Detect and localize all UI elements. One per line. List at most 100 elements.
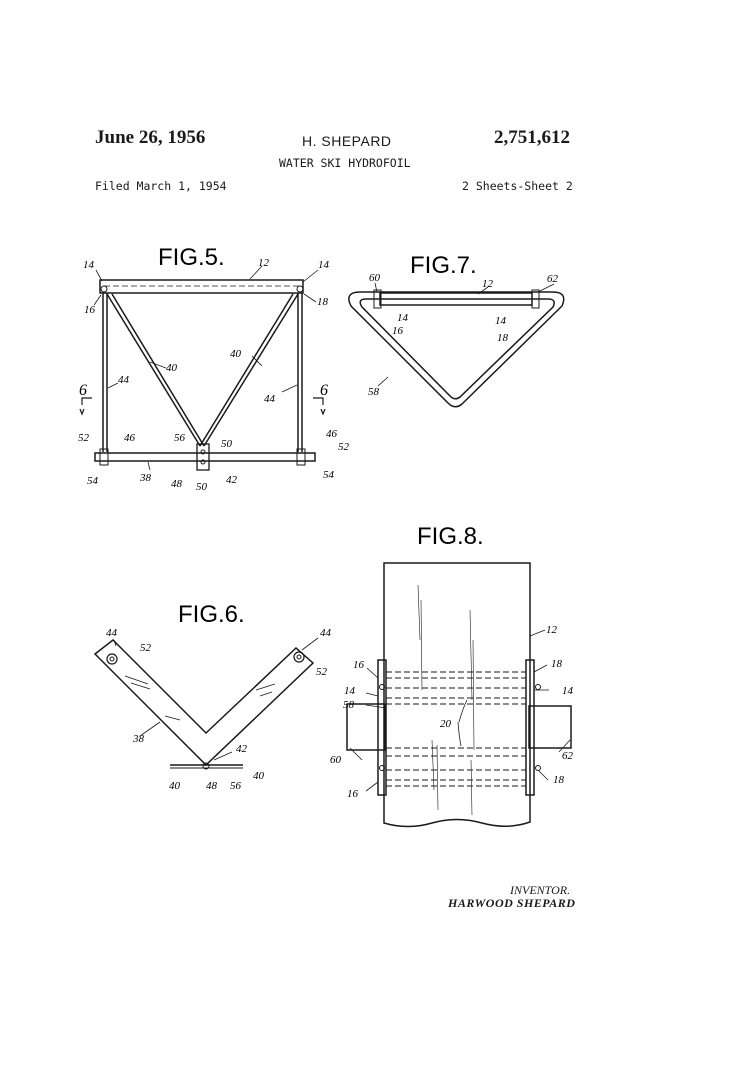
fig5-ref-16: 16	[84, 304, 96, 316]
fig5-ref-52: 52	[338, 441, 350, 453]
fig8-clamp-plate-left	[377, 659, 387, 796]
patent-number: 2,751,612	[494, 127, 570, 148]
fig6-ref-52: 52	[316, 666, 328, 678]
leader	[477, 286, 489, 295]
fig6-pivot	[202, 762, 210, 770]
fig5-section-arrow	[79, 408, 85, 416]
fig5-ref-44: 44	[264, 393, 276, 405]
fig5-ref-46: 46	[124, 432, 136, 444]
fig5-pivot	[200, 459, 206, 465]
fig7-ref-58: 58	[368, 386, 380, 398]
fig7-ref-16: 16	[392, 325, 404, 337]
fig7-ref-18: 18	[497, 332, 509, 344]
fig5-brace	[106, 293, 201, 447]
leader	[93, 294, 102, 306]
fig6-bolt	[109, 656, 115, 662]
leader	[303, 293, 317, 303]
fig8-ref-14: 14	[562, 685, 574, 697]
fig5-top-bar	[99, 279, 304, 294]
fig7-ref-14: 14	[495, 315, 507, 327]
patent-title: WATER SKI HYDROFOIL	[279, 156, 411, 170]
fig5-section-marker	[313, 397, 324, 405]
fig6-ref-48: 48	[206, 780, 218, 792]
fig5-section-marker	[81, 397, 92, 405]
leader	[281, 384, 298, 393]
leader	[149, 361, 167, 369]
fig6-ref-42: 42	[236, 743, 248, 755]
inventor-label: INVENTOR.	[510, 883, 571, 897]
fig8-block-right	[528, 705, 572, 749]
fig8-ref-20: 20	[440, 718, 452, 730]
fig8-bolt	[379, 684, 385, 690]
fig5-ref-40: 40	[166, 362, 178, 374]
fig5-ref-46: 46	[326, 428, 338, 440]
fig7-ref-62: 62	[547, 273, 559, 285]
fig6-ref-40: 40	[253, 770, 265, 782]
fig8-bolt	[535, 765, 541, 771]
fig8-bolt	[379, 765, 385, 771]
leader	[302, 269, 319, 283]
fig6-bolt	[296, 654, 302, 660]
leader	[349, 629, 571, 792]
fig7-frame	[348, 291, 565, 408]
fig5-ref-50: 50	[221, 438, 233, 450]
fig8-label: FIG.8.	[417, 523, 484, 550]
fig5-brace	[203, 293, 299, 447]
fig5-ref-50: 50	[196, 481, 208, 493]
fig7-label: FIG.7.	[410, 252, 477, 279]
fig5-ref-12: 12	[258, 257, 270, 269]
fig8-block-left	[346, 703, 386, 751]
sheet-count: 2 Sheets-Sheet 2	[462, 179, 573, 193]
fig8-hidden-rods	[386, 671, 526, 787]
fig8-ref-58: 58	[343, 699, 355, 711]
fig5-ref-52: 52	[78, 432, 90, 444]
figure-6: FIG.6. 44 52 44 52 38 42 40 40 48 56	[93, 601, 332, 792]
fig7-clamp	[531, 289, 540, 309]
fig6-ref-56: 56	[230, 780, 242, 792]
fig5-ref-56: 56	[174, 432, 186, 444]
fig7-frame-inner	[359, 298, 555, 400]
fig5-brace	[111, 293, 205, 447]
fig7-ref-60: 60	[369, 272, 381, 284]
fig5-label: FIG.5.	[158, 244, 225, 271]
fig7-ref-12: 12	[482, 278, 494, 290]
fig8-ref-60: 60	[330, 754, 342, 766]
fig5-hydrofoil-bar	[94, 452, 316, 462]
fig5-nut	[296, 448, 306, 466]
fig8-leader-20	[457, 699, 468, 747]
leader	[147, 461, 151, 471]
leader	[537, 283, 555, 293]
fig6-bolt	[293, 651, 305, 663]
figure-7: FIG.7. 60 12 62 14 14 16 18 58	[348, 252, 565, 408]
leader	[251, 355, 263, 367]
leader	[377, 376, 389, 387]
fig7-ref-14: 14	[397, 312, 409, 324]
fig5-bolt	[100, 285, 108, 293]
fig5-bolt	[296, 285, 304, 293]
fig8-ref-62: 62	[562, 750, 574, 762]
fig8-ski	[383, 562, 531, 828]
fig5-nut	[99, 448, 109, 466]
fig5-ref-6: 6	[79, 382, 87, 399]
fig5-ref-54: 54	[323, 469, 335, 481]
leader	[113, 637, 319, 761]
fig5-ref-48: 48	[171, 478, 183, 490]
fig6-shading	[124, 675, 276, 721]
fig8-ref-14: 14	[344, 685, 356, 697]
fig6-label: FIG.6.	[178, 601, 245, 628]
fig5-ref-38: 38	[139, 472, 152, 484]
fig5-section-arrow	[320, 408, 326, 416]
fig8-bolt	[535, 684, 541, 690]
figure-5: FIG.5.	[78, 244, 350, 493]
fig5-ref-42: 42	[226, 474, 238, 486]
fig6-ref-38: 38	[132, 733, 145, 745]
fig8-ref-16: 16	[353, 659, 365, 671]
fig5-ref-40: 40	[230, 348, 242, 360]
fig5-ref-18: 18	[317, 296, 329, 308]
leader	[249, 265, 263, 280]
fig5-ref-44: 44	[118, 374, 130, 386]
fig6-v-hydrofoil	[93, 639, 315, 767]
fig6-ref-40: 40	[169, 780, 181, 792]
leader	[95, 269, 103, 282]
